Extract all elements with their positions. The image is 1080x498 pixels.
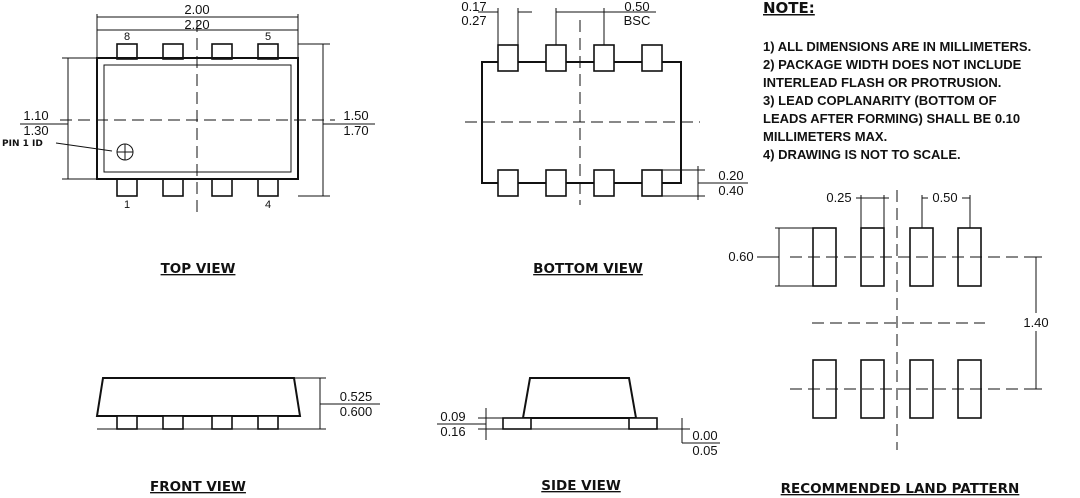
top-view-title: TOP VIEW (161, 261, 236, 277)
bottom-view-title: BOTTOM VIEW (533, 261, 643, 277)
top-lead (162, 43, 184, 60)
pin-label-1: 1 (124, 199, 130, 211)
front-lead (257, 415, 279, 430)
land-pattern-title: RECOMMENDED LAND PATTERN (781, 481, 1020, 497)
top-total-max: 1.70 (343, 123, 368, 138)
bottom-pad (497, 44, 519, 72)
top-height-min: 1.10 (23, 108, 48, 123)
pin1-id-label: PIN 1 ID (2, 139, 43, 149)
bottom-pad (497, 169, 519, 197)
side-view-title: SIDE VIEW (541, 478, 621, 494)
side-view: 0.09 0.16 0.00 0.05 SIDE VIEW (437, 377, 720, 494)
note-line: MILLIMETERS MAX. (763, 129, 887, 144)
note-line: 4) DRAWING IS NOT TO SCALE. (763, 147, 961, 162)
front-lead (162, 415, 184, 430)
notes-block: NOTE: 1) ALL DIMENSIONS ARE IN MILLIMETE… (763, 0, 1031, 162)
bottom-lead-min: 0.17 (461, 0, 486, 14)
pin-label-8: 8 (124, 31, 130, 43)
top-total-min: 1.50 (343, 108, 368, 123)
land-padwidth: 0.25 (826, 190, 851, 205)
land-pitch: 0.50 (932, 190, 957, 205)
side-lead-left (502, 417, 532, 430)
bottom-pad (545, 44, 567, 72)
pin-label-4: 4 (265, 199, 271, 211)
bottom-lead-max: 0.27 (461, 13, 486, 28)
bottom-pitch-bsc: BSC (624, 13, 651, 28)
bottom-leadlen-min: 0.20 (718, 168, 743, 183)
top-view: 2.00 2.20 8 5 1 4 1.10 1.30 (2, 2, 375, 277)
side-standoff-min: 0.00 (692, 428, 717, 443)
side-leadthk-max: 0.16 (440, 424, 465, 439)
top-lead (211, 178, 233, 197)
top-lead (211, 43, 233, 60)
front-view: 0.525 0.600 FRONT VIEW (95, 377, 380, 495)
bottom-leadlen-max: 0.40 (718, 183, 743, 198)
front-height-min: 0.525 (340, 389, 373, 404)
bottom-pad (641, 169, 663, 197)
bottom-pad (593, 169, 615, 197)
land-rowspacing: 1.40 (1023, 315, 1048, 330)
front-lead (116, 415, 138, 430)
land-pattern: 0.25 0.50 0.60 1.40 RECOMMENDED LAND PAT… (728, 190, 1049, 497)
notes-heading: NOTE: (763, 0, 815, 17)
bottom-pitch: 0.50 (624, 0, 649, 14)
note-line: LEADS AFTER FORMING) SHALL BE 0.10 (763, 111, 1020, 126)
note-line: 2) PACKAGE WIDTH DOES NOT INCLUDE (763, 57, 1022, 72)
side-leadthk-min: 0.09 (440, 409, 465, 424)
side-lead-right (628, 417, 658, 430)
side-body-outline (521, 377, 638, 419)
note-line: INTERLEAD FLASH OR PROTRUSION. (763, 75, 1001, 90)
pin-label-5: 5 (265, 31, 271, 43)
front-height-max: 0.600 (340, 404, 373, 419)
top-lead (116, 178, 138, 197)
bottom-pad (641, 44, 663, 72)
bottom-view: 0.17 0.27 0.50 BSC 0.20 0.40 BOTTOM VIEW (461, 0, 748, 277)
top-lead (162, 178, 184, 197)
front-lead (211, 415, 233, 430)
land-padlen: 0.60 (728, 249, 753, 264)
top-width-min: 2.00 (184, 2, 209, 17)
top-lead (116, 43, 138, 60)
front-body-outline (95, 377, 302, 417)
front-view-title: FRONT VIEW (150, 479, 246, 495)
top-height-max: 1.30 (23, 123, 48, 138)
pin1-marker-icon (116, 143, 134, 161)
bottom-pad (545, 169, 567, 197)
top-lead (257, 43, 279, 60)
side-standoff-max: 0.05 (692, 443, 717, 458)
note-line: 1) ALL DIMENSIONS ARE IN MILLIMETERS. (763, 39, 1031, 54)
top-lead (257, 178, 279, 197)
note-line: 3) LEAD COPLANARITY (BOTTOM OF (763, 93, 997, 108)
bottom-pad (593, 44, 615, 72)
